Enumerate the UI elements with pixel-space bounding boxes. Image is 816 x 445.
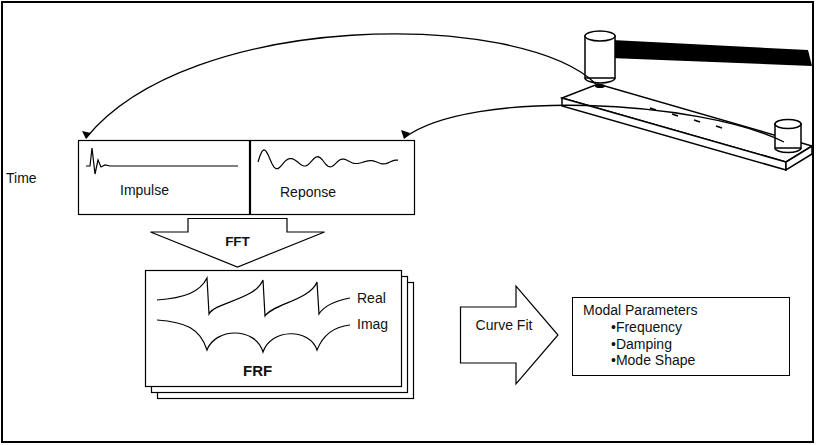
impact-hammer — [585, 31, 812, 88]
bullet-item: •Damping — [583, 336, 779, 353]
bullet-item: •Mode Shape — [583, 352, 779, 369]
node-label: Time — [6, 170, 37, 186]
test-beam — [562, 84, 812, 170]
impulse-panel-shape — [78, 140, 250, 215]
panel-border — [79, 141, 250, 215]
response-waveform — [258, 150, 398, 169]
time-strip: TimeImpulseReponse — [78, 140, 415, 215]
fft-arrow: FFT — [150, 218, 325, 268]
curve-fit-arrow-shape — [460, 285, 560, 385]
frf-plot-stack: RealImagFRF — [145, 270, 415, 400]
response-panel: Reponse — [250, 140, 415, 215]
panel-border — [251, 141, 415, 215]
response-panel-shape — [250, 140, 415, 215]
curve-fit-arrow: Curve Fit — [460, 285, 560, 385]
block-arrow — [151, 219, 325, 268]
accelerometer — [775, 120, 801, 153]
impulse-panel: Impulse — [78, 140, 250, 215]
block-arrow — [461, 286, 559, 384]
node-label: Real — [357, 290, 386, 306]
cable-arrowhead — [82, 131, 91, 139]
bullet-item: •Frequency — [583, 319, 779, 336]
real-curve — [157, 278, 350, 316]
node-label: Impulse — [120, 182, 169, 198]
node-label: Curve Fit — [462, 317, 546, 333]
frf-plot-stack-shape — [145, 270, 415, 400]
cable-arrowhead — [401, 130, 410, 139]
frf-sheet — [146, 271, 402, 387]
box-heading: Modal Parameters — [583, 302, 779, 319]
imag-curve — [157, 320, 350, 352]
modal-parameters-box: Modal Parameters•Frequency•Damping•Mode … — [572, 297, 790, 376]
node-label: FRF — [243, 362, 272, 379]
node-label: FFT — [150, 234, 325, 250]
node-label: Imag — [357, 316, 388, 332]
impulse-waveform — [86, 148, 238, 174]
node-label: Reponse — [280, 184, 336, 200]
signal-cable — [86, 34, 784, 142]
